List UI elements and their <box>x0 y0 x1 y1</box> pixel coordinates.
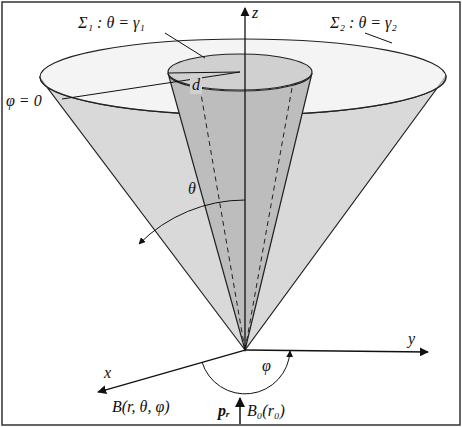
momentum-arrow <box>239 398 241 424</box>
y-axis <box>245 350 428 352</box>
phi-zero-ray <box>62 72 240 99</box>
dimension-label: d <box>190 76 202 94</box>
angle-label: θ <box>188 180 196 198</box>
axis-label: z <box>252 4 258 22</box>
theta-arc <box>139 200 245 244</box>
leader-line <box>165 33 205 58</box>
x-axis <box>98 350 245 392</box>
surface-label: Σ₁ : θ = γ₁ <box>78 14 145 32</box>
hidden-generator <box>200 88 245 350</box>
axis-label: x <box>104 364 111 382</box>
surface-label: Σ₂ : θ = γ₂ <box>330 14 397 32</box>
axis-label: y <box>408 330 415 348</box>
radius-line <box>168 72 240 73</box>
field-label: B₀(r₀) <box>247 402 285 420</box>
z-axis <box>244 8 245 350</box>
momentum-label: pᵣ <box>218 402 230 420</box>
phi-arc <box>202 351 290 394</box>
angle-label: φ = 0 <box>6 92 42 110</box>
leader-line <box>365 33 392 43</box>
field-label: B(r, θ, φ) <box>112 398 170 416</box>
hidden-generator <box>245 88 292 350</box>
inner-cone <box>168 73 312 350</box>
angle-label: φ <box>262 357 271 375</box>
